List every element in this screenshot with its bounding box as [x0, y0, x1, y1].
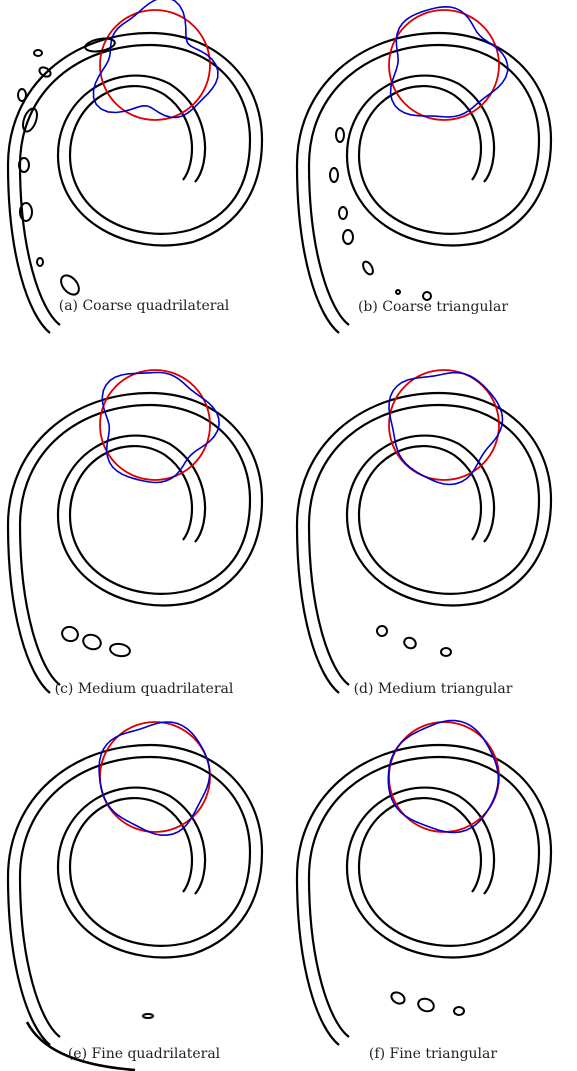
caption-e: (e) Fine quadrilateral — [67, 1046, 221, 1062]
droplet — [338, 206, 348, 220]
droplet — [109, 642, 131, 658]
droplet — [403, 636, 417, 650]
spiral-panel-f — [295, 719, 553, 1046]
droplet — [422, 291, 432, 301]
interface-curve — [6, 743, 264, 1046]
interface-curve — [295, 31, 553, 334]
caption-d: (d) Medium triangular — [353, 681, 513, 697]
reference-circle — [99, 369, 211, 481]
droplet — [335, 127, 345, 143]
droplet — [84, 37, 116, 53]
interface-curve — [307, 403, 541, 686]
tail-filament — [25, 1021, 136, 1071]
computed-contour — [389, 5, 509, 118]
caption-c: (c) Medium quadrilateral — [54, 681, 234, 697]
droplet — [142, 1013, 154, 1019]
droplet — [82, 633, 102, 651]
spiral-panel-e — [6, 721, 264, 1071]
interface-curve — [18, 403, 252, 686]
droplet — [453, 1006, 465, 1016]
droplet — [342, 229, 354, 245]
interface-curve — [6, 31, 264, 334]
computed-contour — [92, 0, 219, 119]
droplet — [362, 260, 374, 276]
interface-curve — [295, 391, 553, 694]
interface-curve — [18, 755, 252, 1038]
spiral-panel-c — [6, 369, 264, 694]
computed-contour — [101, 371, 220, 484]
reference-circle — [388, 9, 500, 121]
interface-curve — [307, 755, 541, 1038]
computed-contour — [388, 371, 504, 486]
caption-a: (a) Coarse quadrilateral — [58, 298, 230, 314]
droplet — [390, 991, 406, 1005]
computed-contour — [387, 719, 500, 834]
interface-curve — [307, 43, 541, 326]
droplet — [60, 274, 80, 296]
interface-curve — [295, 743, 553, 1046]
droplet — [22, 107, 38, 133]
interface-curve — [18, 43, 252, 326]
computed-contour — [98, 721, 211, 837]
spiral-panel-d — [295, 369, 553, 694]
droplet — [38, 66, 52, 78]
spiral-panel-a — [6, 0, 264, 334]
droplet — [440, 647, 452, 657]
droplet — [395, 289, 401, 295]
caption-b: (b) Coarse triangular — [357, 299, 509, 315]
spiral-panel-b — [295, 5, 553, 334]
droplet — [19, 202, 33, 222]
droplet — [417, 997, 435, 1013]
droplet — [17, 88, 27, 102]
caption-f: (f) Fine triangular — [368, 1046, 498, 1062]
reference-circle — [99, 9, 211, 121]
droplet — [18, 157, 30, 173]
droplet — [61, 625, 79, 643]
droplet — [376, 625, 388, 637]
droplet — [33, 49, 43, 57]
droplet — [329, 167, 339, 183]
reference-circle — [388, 369, 500, 481]
droplet — [36, 257, 44, 267]
interface-curve — [6, 391, 264, 694]
